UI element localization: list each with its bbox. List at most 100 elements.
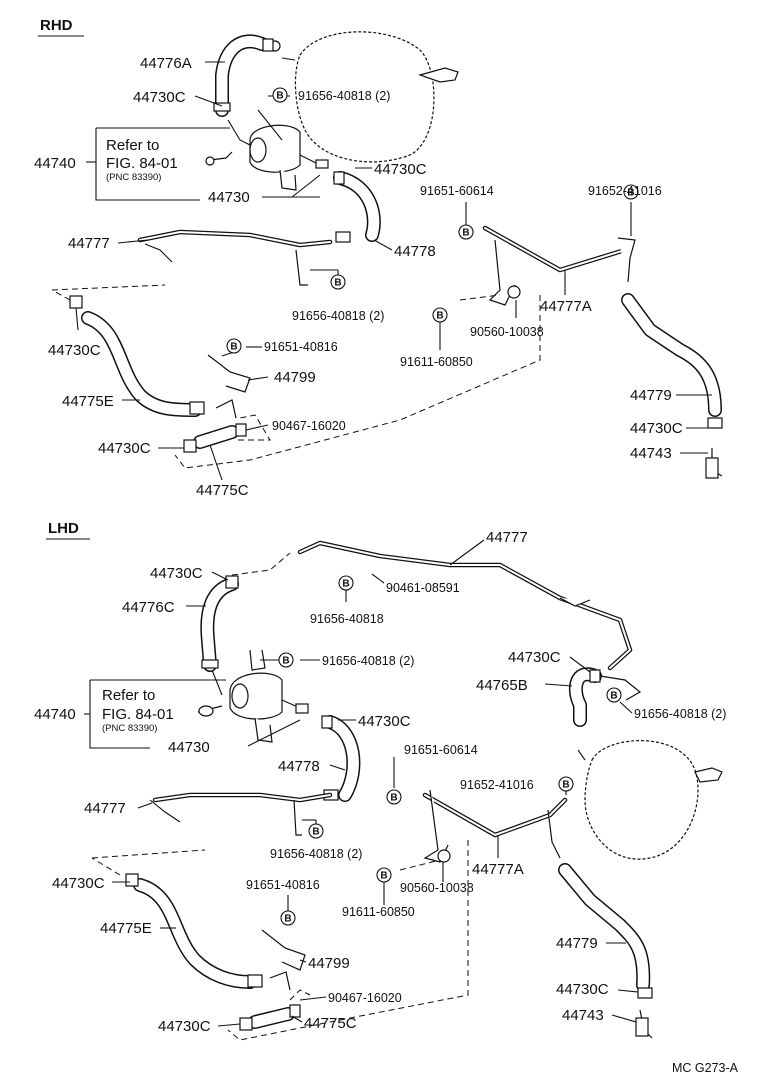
pipe-44777a-lhd	[422, 789, 568, 863]
label-44777: 44777	[68, 235, 110, 252]
rhd-section: RHD	[34, 17, 723, 499]
label-91651-40816: 91651-40816	[246, 878, 320, 892]
bolt-marker-lhd-4	[386, 789, 402, 805]
hose-44778-lhd	[321, 715, 361, 802]
label-90461-08591: 90461-08591	[386, 581, 460, 595]
label-91656-40818-2: 91656-40818 (2)	[322, 654, 414, 668]
label-44730c: 44730C	[52, 875, 105, 892]
bolt-marker-rhd-1	[272, 87, 288, 103]
refer-line-3: (PNC 83390)	[106, 172, 161, 183]
hose-44778-rhd	[333, 171, 381, 243]
vacuum-tank-rhd	[205, 119, 329, 191]
label-44775c: 44775C	[196, 482, 249, 499]
footer-code: MC G273-A	[672, 1061, 739, 1075]
refer-line-1: Refer to	[102, 687, 155, 704]
label-44799: 44799	[308, 955, 350, 972]
pipe-44777-top-lhd	[231, 540, 633, 671]
label-91651-40816: 91651-40816	[264, 340, 338, 354]
label-91611-60850: 91611-60850	[400, 355, 473, 369]
label-44730c: 44730C	[358, 713, 411, 730]
bracket-44799-rhd	[207, 354, 251, 419]
label-91656-40818: 91656-40818	[310, 612, 384, 626]
brake-booster-rhd	[269, 31, 459, 163]
vacuum-tank-lhd	[197, 649, 309, 743]
hose-44779-rhd	[621, 293, 723, 479]
label-91656-40818-2: 91656-40818 (2)	[270, 847, 362, 861]
label-44730c: 44730C	[158, 1018, 211, 1035]
label-44777a: 44777A	[540, 298, 592, 315]
label-44740: 44740	[34, 706, 76, 723]
bolt-marker-lhd-2	[278, 652, 294, 668]
label-90560-10038: 90560-10038	[470, 325, 544, 339]
label-91652-41016: 91652-41016	[460, 778, 534, 792]
label-44777: 44777	[84, 800, 126, 817]
label-44775e: 44775E	[62, 393, 114, 410]
bolt-marker-lhd-7	[376, 867, 392, 883]
bolt-marker-rhd-2	[458, 224, 474, 240]
pipe-44777a-rhd	[482, 225, 636, 306]
label-44775c: 44775C	[304, 1015, 357, 1032]
hose-44775e-lhd	[125, 873, 263, 989]
label-44776c: 44776C	[122, 599, 175, 616]
bolt-marker-lhd-1	[338, 575, 354, 591]
hose-44776a-rhd	[213, 34, 274, 117]
label-90467-16020: 90467-16020	[272, 419, 346, 433]
label-44779: 44779	[556, 935, 598, 952]
refer-line-1: Refer to	[106, 137, 159, 154]
hose-44775e-rhd	[69, 295, 205, 417]
lhd-section: LHD	[34, 520, 726, 1041]
label-44777a: 44777A	[472, 861, 524, 878]
pipe-44777-lhd	[149, 792, 333, 836]
label-91651-60614: 91651-60614	[420, 184, 494, 198]
label-91651-60614: 91651-60614	[404, 743, 478, 757]
bolt-marker-rhd-6	[432, 307, 448, 323]
label-91611-60850: 91611-60850	[342, 905, 415, 919]
bolt-marker-lhd-6	[308, 823, 324, 839]
bolt-marker-rhd-5	[226, 338, 242, 354]
label-44730c: 44730C	[150, 565, 203, 582]
hose-44776c-lhd	[200, 575, 239, 672]
bolt-marker-lhd-8	[280, 910, 296, 926]
label-44775e: 44775E	[100, 920, 152, 937]
label-91656-40818-2: 91656-40818 (2)	[634, 707, 726, 721]
pipe-44777-rhd	[137, 229, 333, 286]
label-44776a: 44776A	[140, 55, 192, 72]
label-44778: 44778	[278, 758, 320, 775]
label-44740: 44740	[34, 155, 76, 172]
label-44778: 44778	[394, 243, 436, 260]
label-44730: 44730	[168, 739, 210, 756]
lhd-title: LHD	[48, 520, 79, 537]
bolt-marker-lhd-3	[606, 687, 622, 703]
label-44777: 44777	[486, 529, 528, 546]
hose-44775c-rhd	[183, 423, 247, 453]
label-44779: 44779	[630, 387, 672, 404]
hose-44775c-lhd	[239, 1004, 301, 1031]
label-91652-41016: 91652-41016	[588, 184, 662, 198]
brake-booster-lhd	[577, 740, 723, 860]
label-44743: 44743	[562, 1007, 604, 1024]
label-44730c: 44730C	[374, 161, 427, 178]
rhd-title: RHD	[40, 17, 73, 34]
bracket-44799-lhd	[261, 929, 306, 991]
label-44730c: 44730C	[630, 420, 683, 437]
hose-44765b-lhd	[568, 667, 642, 727]
label-44799: 44799	[274, 369, 316, 386]
refer-line-2: FIG. 84-01	[106, 155, 178, 172]
label-91656-40818-2: 91656-40818 (2)	[292, 309, 384, 323]
label-44730: 44730	[208, 189, 250, 206]
refer-line-3: (PNC 83390)	[102, 723, 157, 734]
label-44730c: 44730C	[508, 649, 561, 666]
label-44743: 44743	[630, 445, 672, 462]
bolt-marker-lhd-5	[558, 776, 574, 792]
label-44730c: 44730C	[556, 981, 609, 998]
label-44730c: 44730C	[133, 89, 186, 106]
bolt-marker-rhd-4	[330, 274, 346, 290]
label-90560-10038: 90560-10038	[400, 881, 474, 895]
label-44765b: 44765B	[476, 677, 528, 694]
label-44730c: 44730C	[98, 440, 151, 457]
hose-44779-lhd	[558, 863, 653, 1039]
refer-line-2: FIG. 84-01	[102, 706, 174, 723]
label-91656-40818-2: 91656-40818 (2)	[298, 89, 390, 103]
